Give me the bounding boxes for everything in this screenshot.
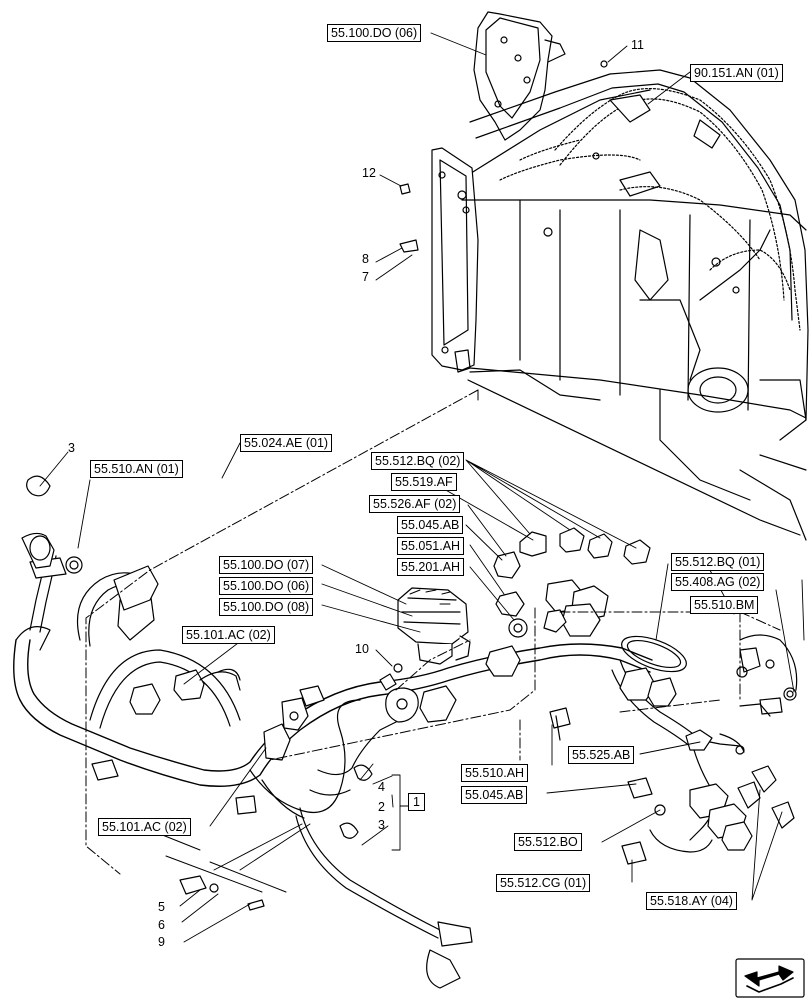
ref-55-510-an-01[interactable]: 55.510.AN (01) [90,460,183,478]
ref-55-100-do-06-top[interactable]: 55.100.DO (06) [327,24,422,42]
item-number-5: 5 [158,900,165,914]
item-number-12: 12 [362,166,376,180]
ref-55-512-bo[interactable]: 55.512.BO [514,833,582,851]
ref-55-512-bq-02[interactable]: 55.512.BQ (02) [371,452,465,470]
guide-lines [159,833,287,893]
main-harness [13,532,798,989]
leader-lines [39,32,805,943]
ref-55-051-ah[interactable]: 55.051.AH [397,537,465,555]
ref-55-201-ah[interactable]: 55.201.AH [397,558,465,576]
ref-55-045-ab[interactable]: 55.045.AB [397,516,464,534]
ref-55-518-ay-04[interactable]: 55.518.AY (04) [646,892,737,910]
ref-55-100-do-08[interactable]: 55.100.DO (08) [219,598,314,616]
ref-55-101-ac-02-upper[interactable]: 55.101.AC (02) [182,626,275,644]
ref-55-024-ae-01[interactable]: 55.024.AE (01) [240,434,333,452]
item-number-8: 8 [362,252,369,266]
item-number-3-bottom: 3 [378,818,385,832]
ref-55-101-ac-02-lower[interactable]: 55.101.AC (02) [98,818,191,836]
ref-55-512-cg-01[interactable]: 55.512.CG (01) [496,874,591,892]
item-number-1: 1 [408,793,425,811]
ref-55-519-af[interactable]: 55.519.AF [391,473,457,491]
item-number-11: 11 [631,38,644,52]
fastener-items [26,60,608,911]
item-number-2: 2 [378,800,385,814]
item-number-7: 7 [362,270,369,284]
next-page-arrow-icon[interactable] [735,958,805,998]
ref-55-100-do-07[interactable]: 55.100.DO (07) [219,556,314,574]
ref-55-100-do-06[interactable]: 55.100.DO (06) [219,577,314,595]
ref-55-512-bq-01[interactable]: 55.512.BQ (01) [671,553,765,571]
item-number-9: 9 [158,935,165,949]
item-number-10: 10 [355,642,369,656]
ref-55-510-ah[interactable]: 55.510.AH [461,764,529,782]
ref-55-408-ag-02[interactable]: 55.408.AG (02) [671,573,765,591]
boundary-lines [85,389,781,875]
item-number-4: 4 [378,780,385,794]
ref-55-045-ab-lower[interactable]: 55.045.AB [461,786,528,804]
item-number-6: 6 [158,918,165,932]
ref-90-151-an-01[interactable]: 90.151.AN (01) [690,64,783,82]
ref-55-525-ab[interactable]: 55.525.AB [568,746,635,764]
ref-55-526-af-02[interactable]: 55.526.AF (02) [369,495,461,513]
ref-55-510-bm[interactable]: 55.510.BM [690,596,759,614]
item-number-3-top: 3 [68,441,75,455]
cab-frame-structure [431,11,809,541]
